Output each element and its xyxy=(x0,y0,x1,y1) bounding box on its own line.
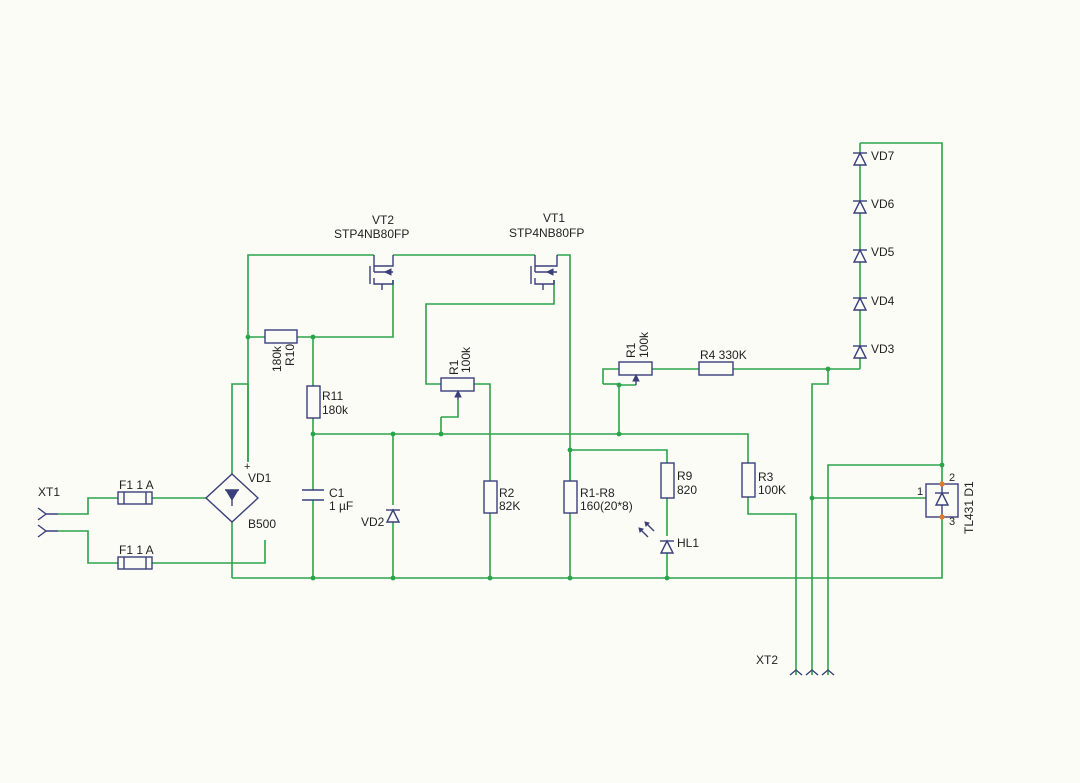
transistor-vt1: VT1 STP4NB80FP xyxy=(509,211,584,290)
r10-name-label: R10 xyxy=(283,344,297,366)
r1-right-name-label: R1 xyxy=(624,342,638,358)
vd2-label: VD2 xyxy=(361,515,385,529)
xt2-connector: XT2 xyxy=(756,653,835,676)
resistor-r11: R11 180k xyxy=(306,385,349,419)
diode-vd7: VD7 xyxy=(852,149,895,166)
xt2-label: XT2 xyxy=(756,653,778,667)
led-hl1: HL1 xyxy=(638,521,699,554)
vd6-label: VD6 xyxy=(871,197,895,211)
tl431-pin1-label: 1 xyxy=(917,486,923,498)
r9-name-label: R9 xyxy=(677,469,693,483)
r11-value-label: 180k xyxy=(322,403,349,417)
capacitor-c1: C1 1 µF xyxy=(302,486,353,513)
hl1-label: HL1 xyxy=(677,536,699,550)
r2-name-label: R2 xyxy=(499,486,515,500)
r11-name-label: R11 xyxy=(322,389,343,403)
transistor-vt2: VT2 STP4NB80FP xyxy=(334,213,409,290)
fuse-f1-top: F1 1 A xyxy=(117,478,154,505)
tl431-label: TL431 D1 xyxy=(962,481,976,534)
diode-vd6: VD6 xyxy=(852,197,895,214)
r1-right-value-label: 100k xyxy=(637,331,651,358)
vd1-type-label: B500 xyxy=(248,517,276,531)
vd5-label: VD5 xyxy=(871,245,895,259)
vt2-type-label: STP4NB80FP xyxy=(334,227,409,241)
potentiometer-r1-right: R1 100k xyxy=(618,331,653,385)
tl431-pin2-label: 2 xyxy=(949,472,955,484)
vd1-label: VD1 xyxy=(248,471,272,485)
resistor-r2: R2 82K xyxy=(483,480,520,514)
fuse-f1-bottom: F1 1 A xyxy=(117,543,154,570)
fuse-f1-bottom-label: F1 1 A xyxy=(119,543,154,557)
vd1-plus-sign: + xyxy=(244,461,250,473)
fuse-f1-top-label: F1 1 A xyxy=(119,478,154,492)
vd3-label: VD3 xyxy=(871,342,895,356)
resistor-r1-r8: R1-R8 160(20*8) xyxy=(563,480,633,514)
r1-mid-name-label: R1 xyxy=(447,359,461,375)
vt1-label: VT1 xyxy=(543,211,565,225)
diode-vd3: VD3 xyxy=(852,342,895,359)
diode-vd5: VD5 xyxy=(852,245,895,263)
zener-diode-vd2: VD2 xyxy=(361,508,401,529)
junction-dots xyxy=(245,334,945,581)
r9-value-label: 820 xyxy=(677,483,697,497)
c1-name-label: C1 xyxy=(329,486,345,500)
r4-label: R4 330K xyxy=(700,348,747,362)
tl431-pin3-label: 3 xyxy=(949,516,955,528)
resistor-r3: R3 100K xyxy=(741,462,786,498)
r2-value-label: 82K xyxy=(499,499,520,513)
resistor-r9: R9 820 xyxy=(660,462,697,499)
bridge-rectifier-vd1: + VD1 B500 xyxy=(204,461,276,531)
diode-vd4: VD4 xyxy=(852,294,895,311)
vd4-label: VD4 xyxy=(871,294,895,308)
r1r8-value-label: 160(20*8) xyxy=(580,499,633,513)
r3-value-label: 100K xyxy=(758,483,786,497)
resistor-r10: 180k R10 xyxy=(264,329,298,372)
vt2-label: VT2 xyxy=(372,213,394,227)
r10-value-label: 180k xyxy=(270,345,284,372)
wires xyxy=(58,142,943,675)
vt1-type-label: STP4NB80FP xyxy=(509,226,584,240)
c1-value-label: 1 µF xyxy=(329,499,353,513)
r1-mid-value-label: 100k xyxy=(459,346,473,373)
r1r8-name-label: R1-R8 xyxy=(580,486,615,500)
xt1-label: XT1 xyxy=(38,485,60,499)
resistor-r4: R4 330K xyxy=(698,348,747,376)
vd7-label: VD7 xyxy=(871,149,895,163)
potentiometer-r1-mid: R1 100k xyxy=(440,346,475,400)
xt1-connector: XT1 xyxy=(37,485,60,538)
tl431-d1: 1 2 3 TL431 D1 xyxy=(917,472,976,534)
r3-name-label: R3 xyxy=(758,470,774,484)
